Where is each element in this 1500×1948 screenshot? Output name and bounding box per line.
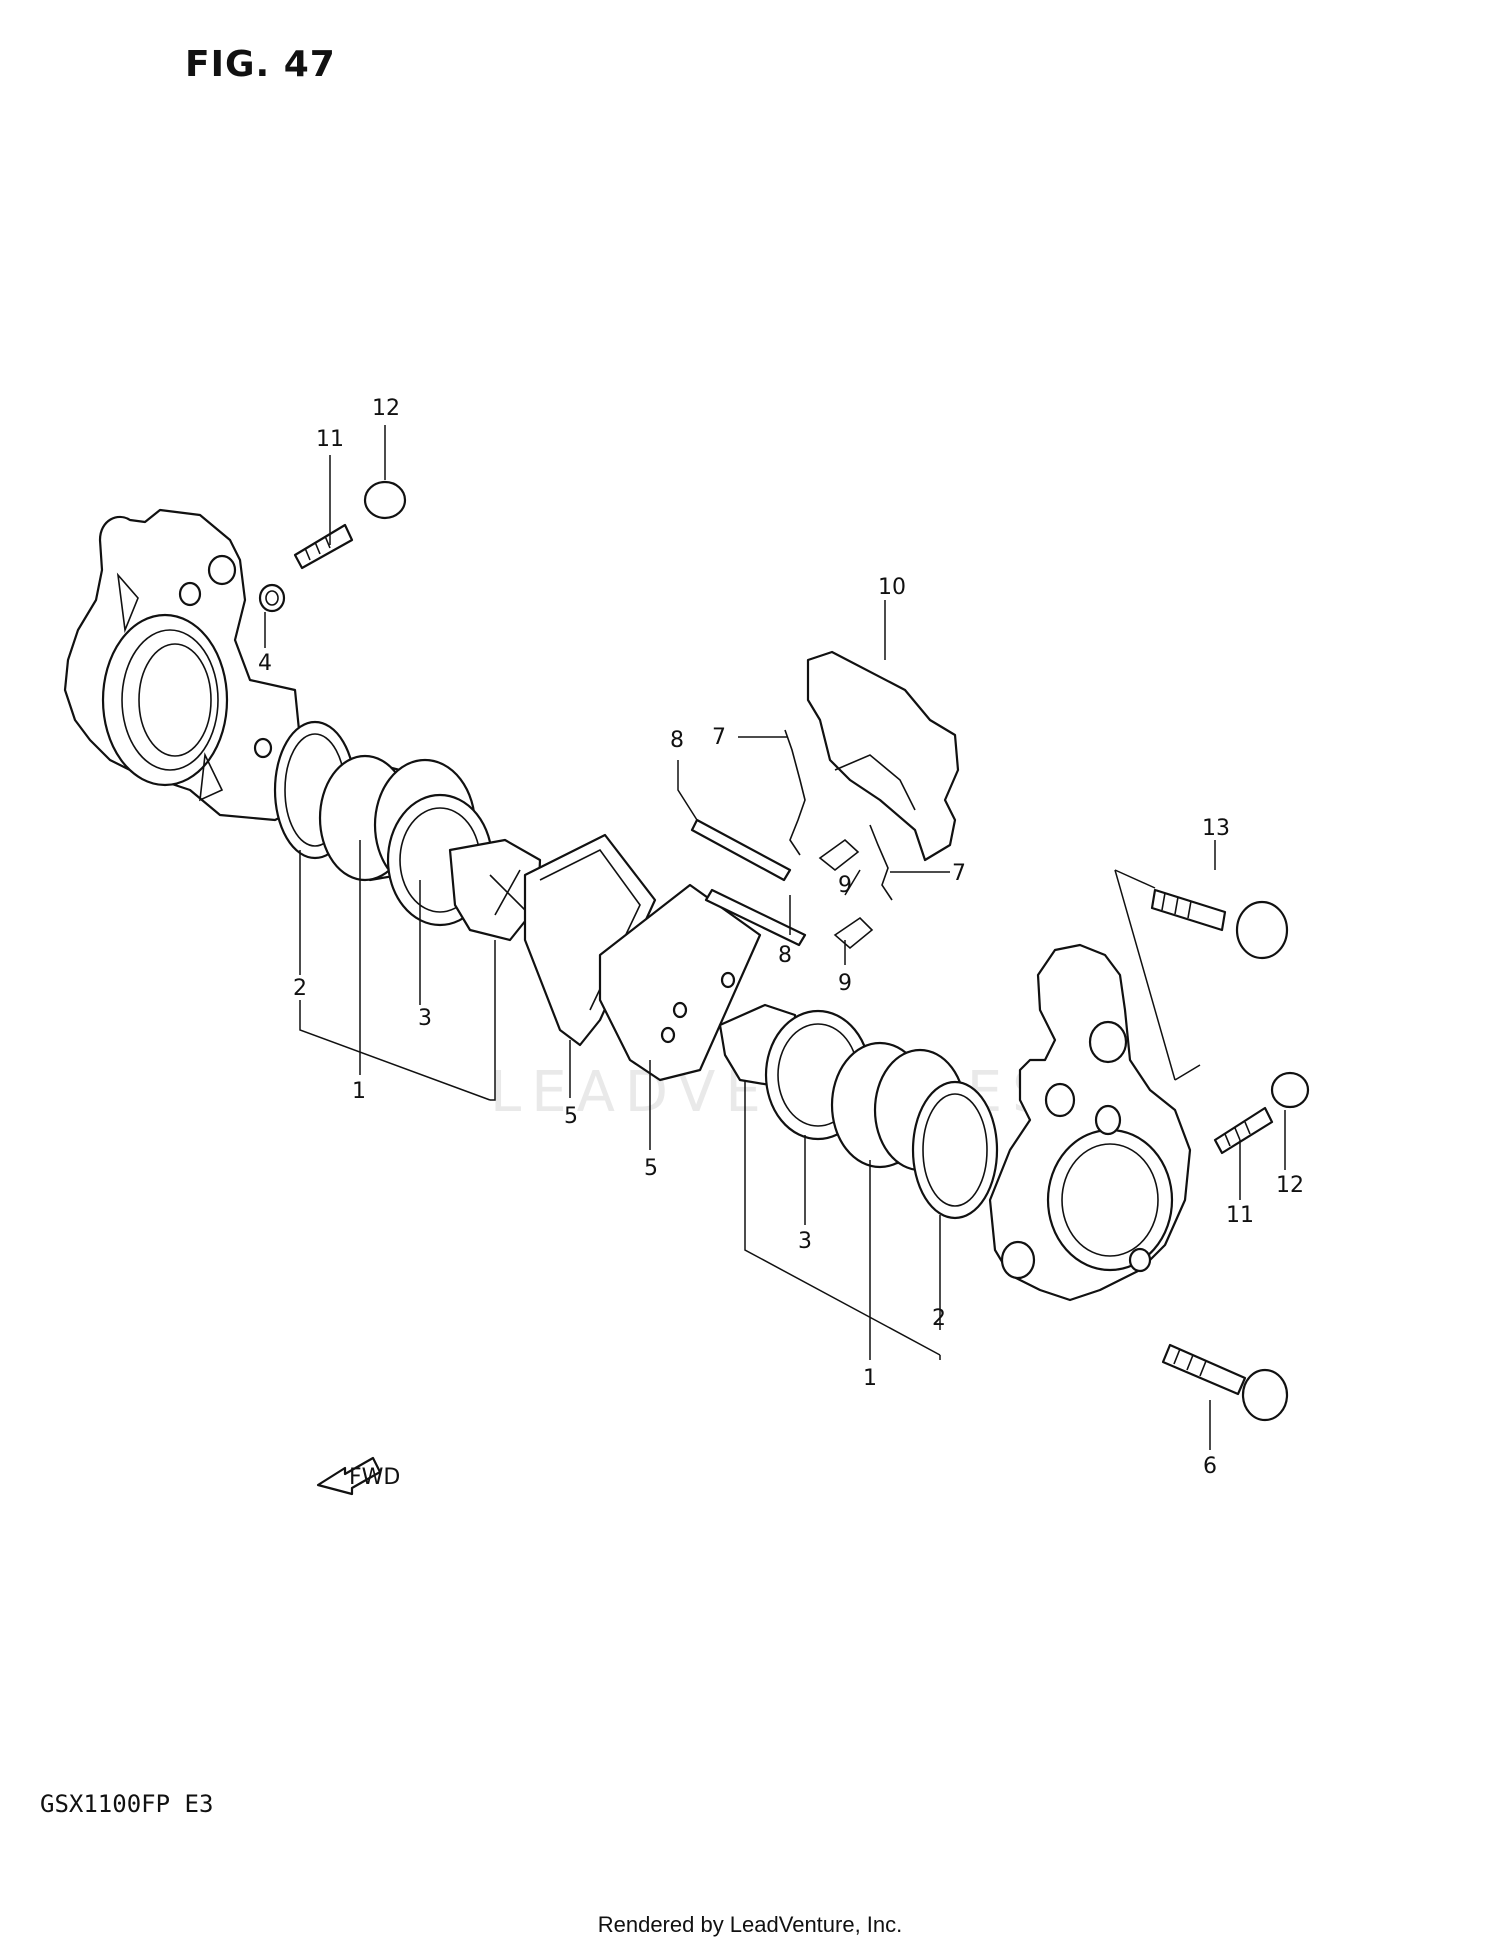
callout-right-12: 12 — [1276, 1173, 1304, 1198]
pad-spring-upper — [784, 729, 806, 856]
callout-left-1: 1 — [352, 1079, 366, 1104]
callout-right-3: 3 — [798, 1229, 812, 1254]
callout-upper-8: 8 — [670, 728, 684, 753]
callout-lower-8: 8 — [778, 943, 792, 968]
callout-left-2: 2 — [293, 976, 307, 1001]
callout-lower-9: 9 — [838, 971, 852, 996]
callout-top-13: 13 — [1202, 816, 1230, 841]
pad-spring-lower — [869, 824, 893, 901]
figure-title: FIG. 47 — [185, 44, 336, 85]
callout-labels: 11 12 4 2 3 1 5 5 8 7 10 7 9 8 9 13 3 1 … — [258, 396, 1304, 1479]
right-dust-seal — [911, 1080, 999, 1220]
callout-right-6: 6 — [1203, 1454, 1217, 1479]
left-washer — [258, 583, 286, 613]
render-credit: Rendered by LeadVenture, Inc. — [597, 1912, 903, 1937]
callout-right-1: 1 — [863, 1366, 877, 1391]
pin-clip-lower — [833, 916, 874, 950]
leader-lines — [264, 425, 1286, 1450]
callout-mid-5: 5 — [644, 1156, 658, 1181]
pad-retainer-plate — [806, 650, 960, 862]
brake-pad-inner — [598, 883, 762, 1082]
fwd-arrow-label: FWD — [349, 1465, 400, 1490]
callout-upper-7: 7 — [712, 725, 726, 750]
right-bleeder-cap — [1270, 1071, 1310, 1109]
callout-left-11: 11 — [316, 427, 344, 452]
right-caliper-body — [988, 943, 1192, 1302]
callout-left-12: 12 — [372, 396, 400, 421]
callout-left-5: 5 — [564, 1104, 578, 1129]
left-caliper-body — [63, 508, 302, 822]
caliper-mounting-bolt — [1150, 888, 1289, 960]
callout-upper-9: 9 — [838, 873, 852, 898]
callout-lower-7: 7 — [952, 861, 966, 886]
model-code: GSX1100FP E3 — [40, 1790, 214, 1818]
caliper-axle-bolt — [1161, 1343, 1289, 1422]
right-bleeder-screw — [1213, 1106, 1274, 1155]
callout-left-3: 3 — [418, 1006, 432, 1031]
left-bleeder-cap — [363, 480, 407, 520]
left-bleeder-screw — [293, 523, 354, 570]
fwd-direction-arrow: FWD — [316, 1456, 400, 1496]
pad-pin-lower — [704, 888, 807, 947]
pad-pin-upper — [690, 818, 792, 882]
pin-clip-upper — [818, 838, 860, 872]
callout-top-10: 10 — [878, 575, 906, 600]
callout-right-11: 11 — [1226, 1203, 1254, 1228]
callout-right-2: 2 — [932, 1306, 946, 1331]
callout-left-4: 4 — [258, 651, 272, 676]
